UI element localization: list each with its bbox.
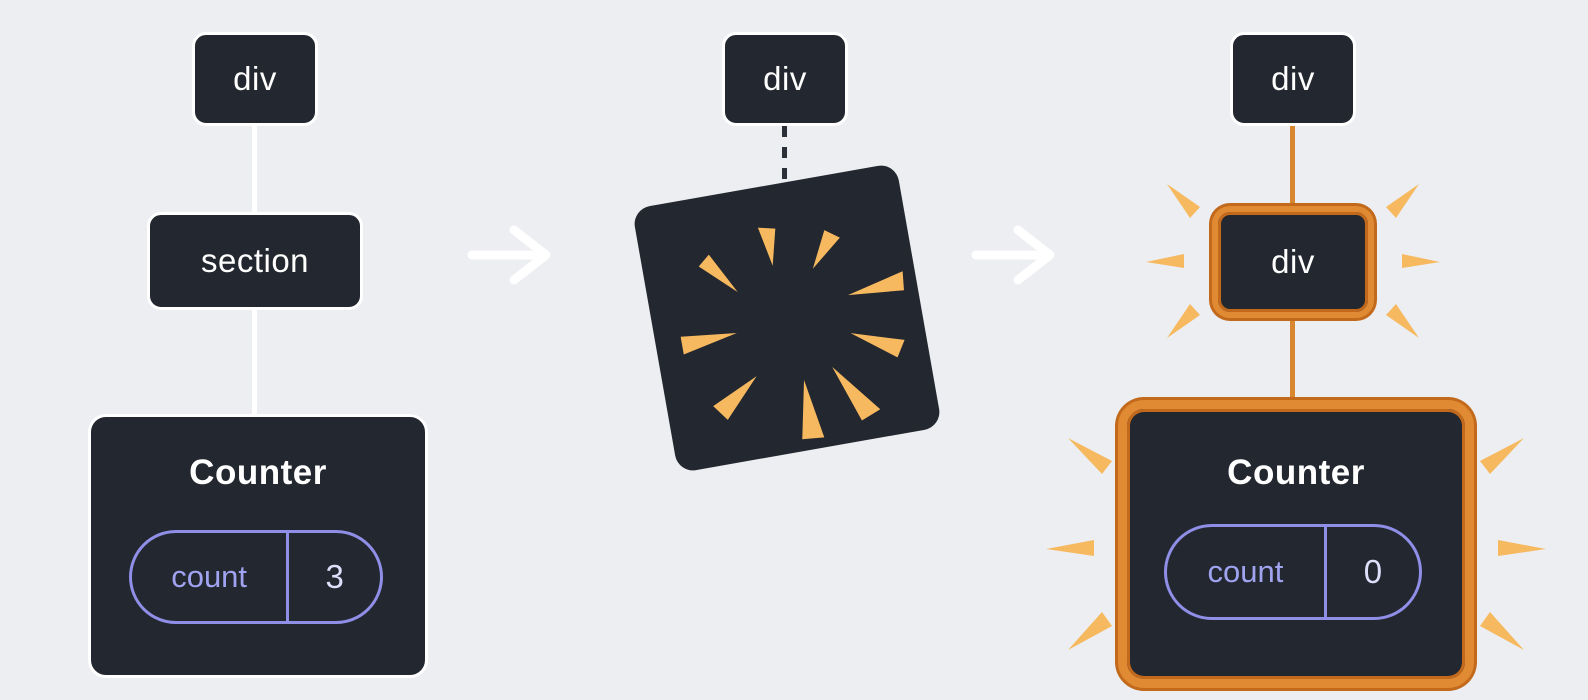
component-title: Counter [189,453,327,492]
node-div-root-before: div [192,32,318,126]
state-value: 3 [325,558,344,595]
destroyed-node-burst-icon [634,165,940,471]
explosion-shards-icon [680,227,905,440]
component-title: Counter [1227,453,1365,492]
connector-dashed-detached [782,126,787,206]
connector-section-to-counter [252,310,257,414]
right-arrow-icon [467,225,551,285]
node-section-before: section [147,212,363,310]
node-label: div [1271,243,1315,280]
state-pill: count 3 [129,530,383,624]
node-label: div [233,60,277,97]
state-key: count [132,533,290,621]
node-label: div [1271,60,1315,97]
counter-component-before: Counter count 3 [88,414,428,678]
state-pill: count 0 [1164,524,1422,620]
node-div-new-highlighted: div [1212,206,1374,318]
destroyed-node-box [634,165,940,471]
state-value: 0 [1363,553,1383,590]
connector-div-to-counter-new [1290,316,1295,402]
node-label: div [763,60,807,97]
right-arrow-icon [971,225,1055,285]
node-div-root-after: div [1230,32,1356,126]
node-div-root-during: div [722,32,848,126]
counter-component-after-highlighted: Counter count 0 [1118,400,1474,688]
state-key: count [1167,527,1327,617]
node-label: section [200,242,310,279]
connector-root-to-div-new [1290,126,1295,208]
connector-root-to-section [252,126,257,212]
